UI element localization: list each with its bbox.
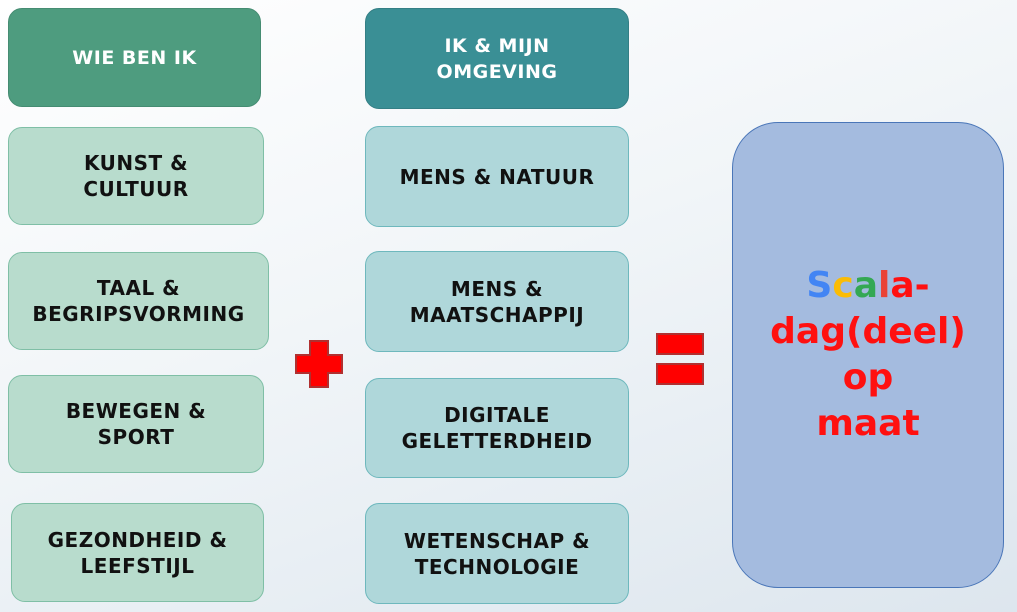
box-line: CULTUUR	[83, 177, 189, 201]
box-taal-begripsvorming: TAAL &BEGRIPSVORMING	[8, 252, 269, 350]
result-box: Scala- dag(deel) op maat	[732, 122, 1004, 588]
box-line: GEZONDHEID &	[47, 527, 228, 552]
box-line: MENS &	[450, 276, 544, 301]
box-gezondheid-leefstijl: GEZONDHEID &LEEFSTIJL	[11, 503, 264, 602]
box-line: MENS & NATUUR	[399, 164, 595, 189]
header-line: OMGEVING	[436, 60, 558, 83]
plus-shape	[295, 340, 343, 388]
box-line: LEEFSTIJL	[80, 553, 195, 578]
scala-letter: a	[853, 265, 878, 306]
box-line: GELETTERDHEID	[401, 429, 593, 453]
result-line: maat	[816, 403, 920, 444]
result-line: op	[842, 357, 894, 398]
box-line: KUNST &	[83, 151, 189, 175]
box-line: TAAL &	[96, 276, 181, 300]
box-line: BEWEGEN &	[65, 399, 207, 423]
scala-letter: l	[877, 265, 891, 306]
equals-bar-top	[656, 333, 704, 355]
scala-letter: S	[806, 265, 833, 306]
equals-icon	[656, 333, 704, 385]
box-mens-maatschappij: MENS &MAATSCHAPPIJ	[365, 251, 629, 352]
box-line: MAATSCHAPPIJ	[409, 302, 585, 327]
scala-letter: c	[832, 265, 854, 306]
header-ik-mijn-omgeving: IK & MIJN OMGEVING	[365, 8, 629, 109]
header-line: IK & MIJN	[444, 34, 550, 57]
box-kunst-cultuur: KUNST &CULTUUR	[8, 127, 264, 225]
box-line: SPORT	[97, 425, 175, 449]
header-wie-ben-ik: WIE BEN IK	[8, 8, 261, 107]
scala-letter: -	[914, 265, 930, 306]
box-line: WETENSCHAP &	[403, 528, 591, 553]
box-bewegen-sport: BEWEGEN &SPORT	[8, 375, 264, 473]
scala-word: Scala-	[806, 263, 929, 309]
result-line: dag(deel)	[770, 311, 966, 352]
box-line: DIGITALE	[444, 403, 550, 427]
box-wetenschap-technologie: WETENSCHAP &TECHNOLOGIE	[365, 503, 629, 604]
box-line: BEGRIPSVORMING	[32, 302, 245, 326]
header-line: WIE BEN IK	[72, 46, 197, 69]
box-mens-natuur: MENS & NATUUR	[365, 126, 629, 227]
scala-letter: a	[890, 265, 915, 306]
plus-icon	[295, 340, 343, 388]
equals-bar-bottom	[656, 363, 704, 385]
box-line: TECHNOLOGIE	[414, 554, 580, 579]
